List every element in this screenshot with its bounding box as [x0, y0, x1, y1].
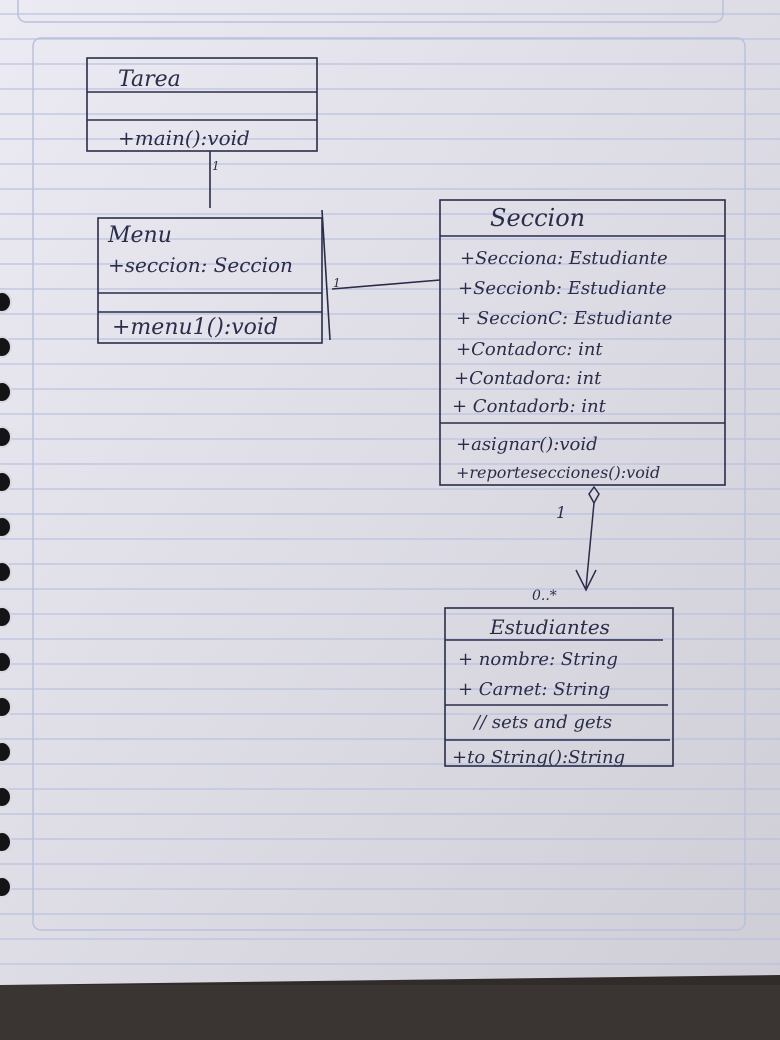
mult-menu-seccion: 1	[333, 276, 341, 290]
arrowhead	[575, 569, 597, 592]
assoc-menu-seccion	[331, 279, 441, 290]
class-estudiante-method: +to String():String	[452, 747, 625, 768]
class-estudiante-attribute: + nombre: String	[458, 649, 618, 670]
spiral-ring	[0, 336, 12, 358]
spiral-ring	[0, 381, 12, 403]
class-estudiante	[444, 607, 674, 767]
mult-estudiante-target: 0..*	[532, 588, 557, 604]
mult-seccion-source: 1	[556, 503, 566, 522]
class-seccion-attribute: + SeccionC: Estudiante	[456, 308, 672, 329]
top-page-tab	[17, 0, 724, 23]
spiral-ring	[0, 786, 12, 808]
class-seccion-attribute: + Contadorb: int	[452, 396, 607, 417]
spiral-ring	[0, 696, 12, 718]
class-menu-attribute: +seccion: Seccion	[108, 253, 293, 277]
mult-tarea-menu: 1	[212, 159, 220, 173]
class-seccion	[439, 199, 726, 486]
class-tarea	[86, 57, 318, 152]
page-border	[32, 37, 746, 931]
spiral-ring	[0, 876, 12, 898]
spiral-binding	[0, 291, 12, 898]
assoc-seccion-estudiante	[575, 485, 600, 592]
table-edge	[0, 985, 780, 1040]
class-menu-name: Menu	[107, 223, 172, 248]
class-menu-method: +menu1():void	[112, 315, 278, 340]
class-seccion-method: +asignar():void	[456, 434, 598, 455]
class-menu	[97, 209, 331, 344]
class-tarea-method: +main():void	[118, 126, 250, 150]
spiral-ring	[0, 606, 12, 628]
spiral-ring	[0, 471, 12, 493]
notebook-page	[0, 0, 780, 985]
spiral-ring	[0, 741, 12, 763]
class-seccion-attribute: +Contadora: int	[454, 368, 602, 389]
class-estudiante-name: Estudiantes	[489, 615, 610, 639]
spiral-ring	[0, 291, 12, 313]
class-estudiante-attribute: + Carnet: String	[458, 679, 610, 700]
class-seccion-method: +reportesecciones():void	[456, 463, 660, 482]
class-tarea-name: Tarea	[118, 67, 181, 92]
spiral-ring	[0, 426, 12, 448]
class-seccion-attribute: +Contadorc: int	[456, 339, 603, 360]
class-seccion-name: Seccion	[490, 204, 585, 232]
spiral-ring	[0, 561, 12, 583]
class-estudiante-note: // sets and gets	[472, 712, 612, 733]
class-seccion-attribute: +Seccionb: Estudiante	[458, 278, 666, 299]
class-seccion-attribute: +Secciona: Estudiante	[460, 248, 668, 269]
spiral-ring	[0, 516, 12, 538]
spiral-ring	[0, 831, 12, 853]
spiral-ring	[0, 651, 12, 673]
